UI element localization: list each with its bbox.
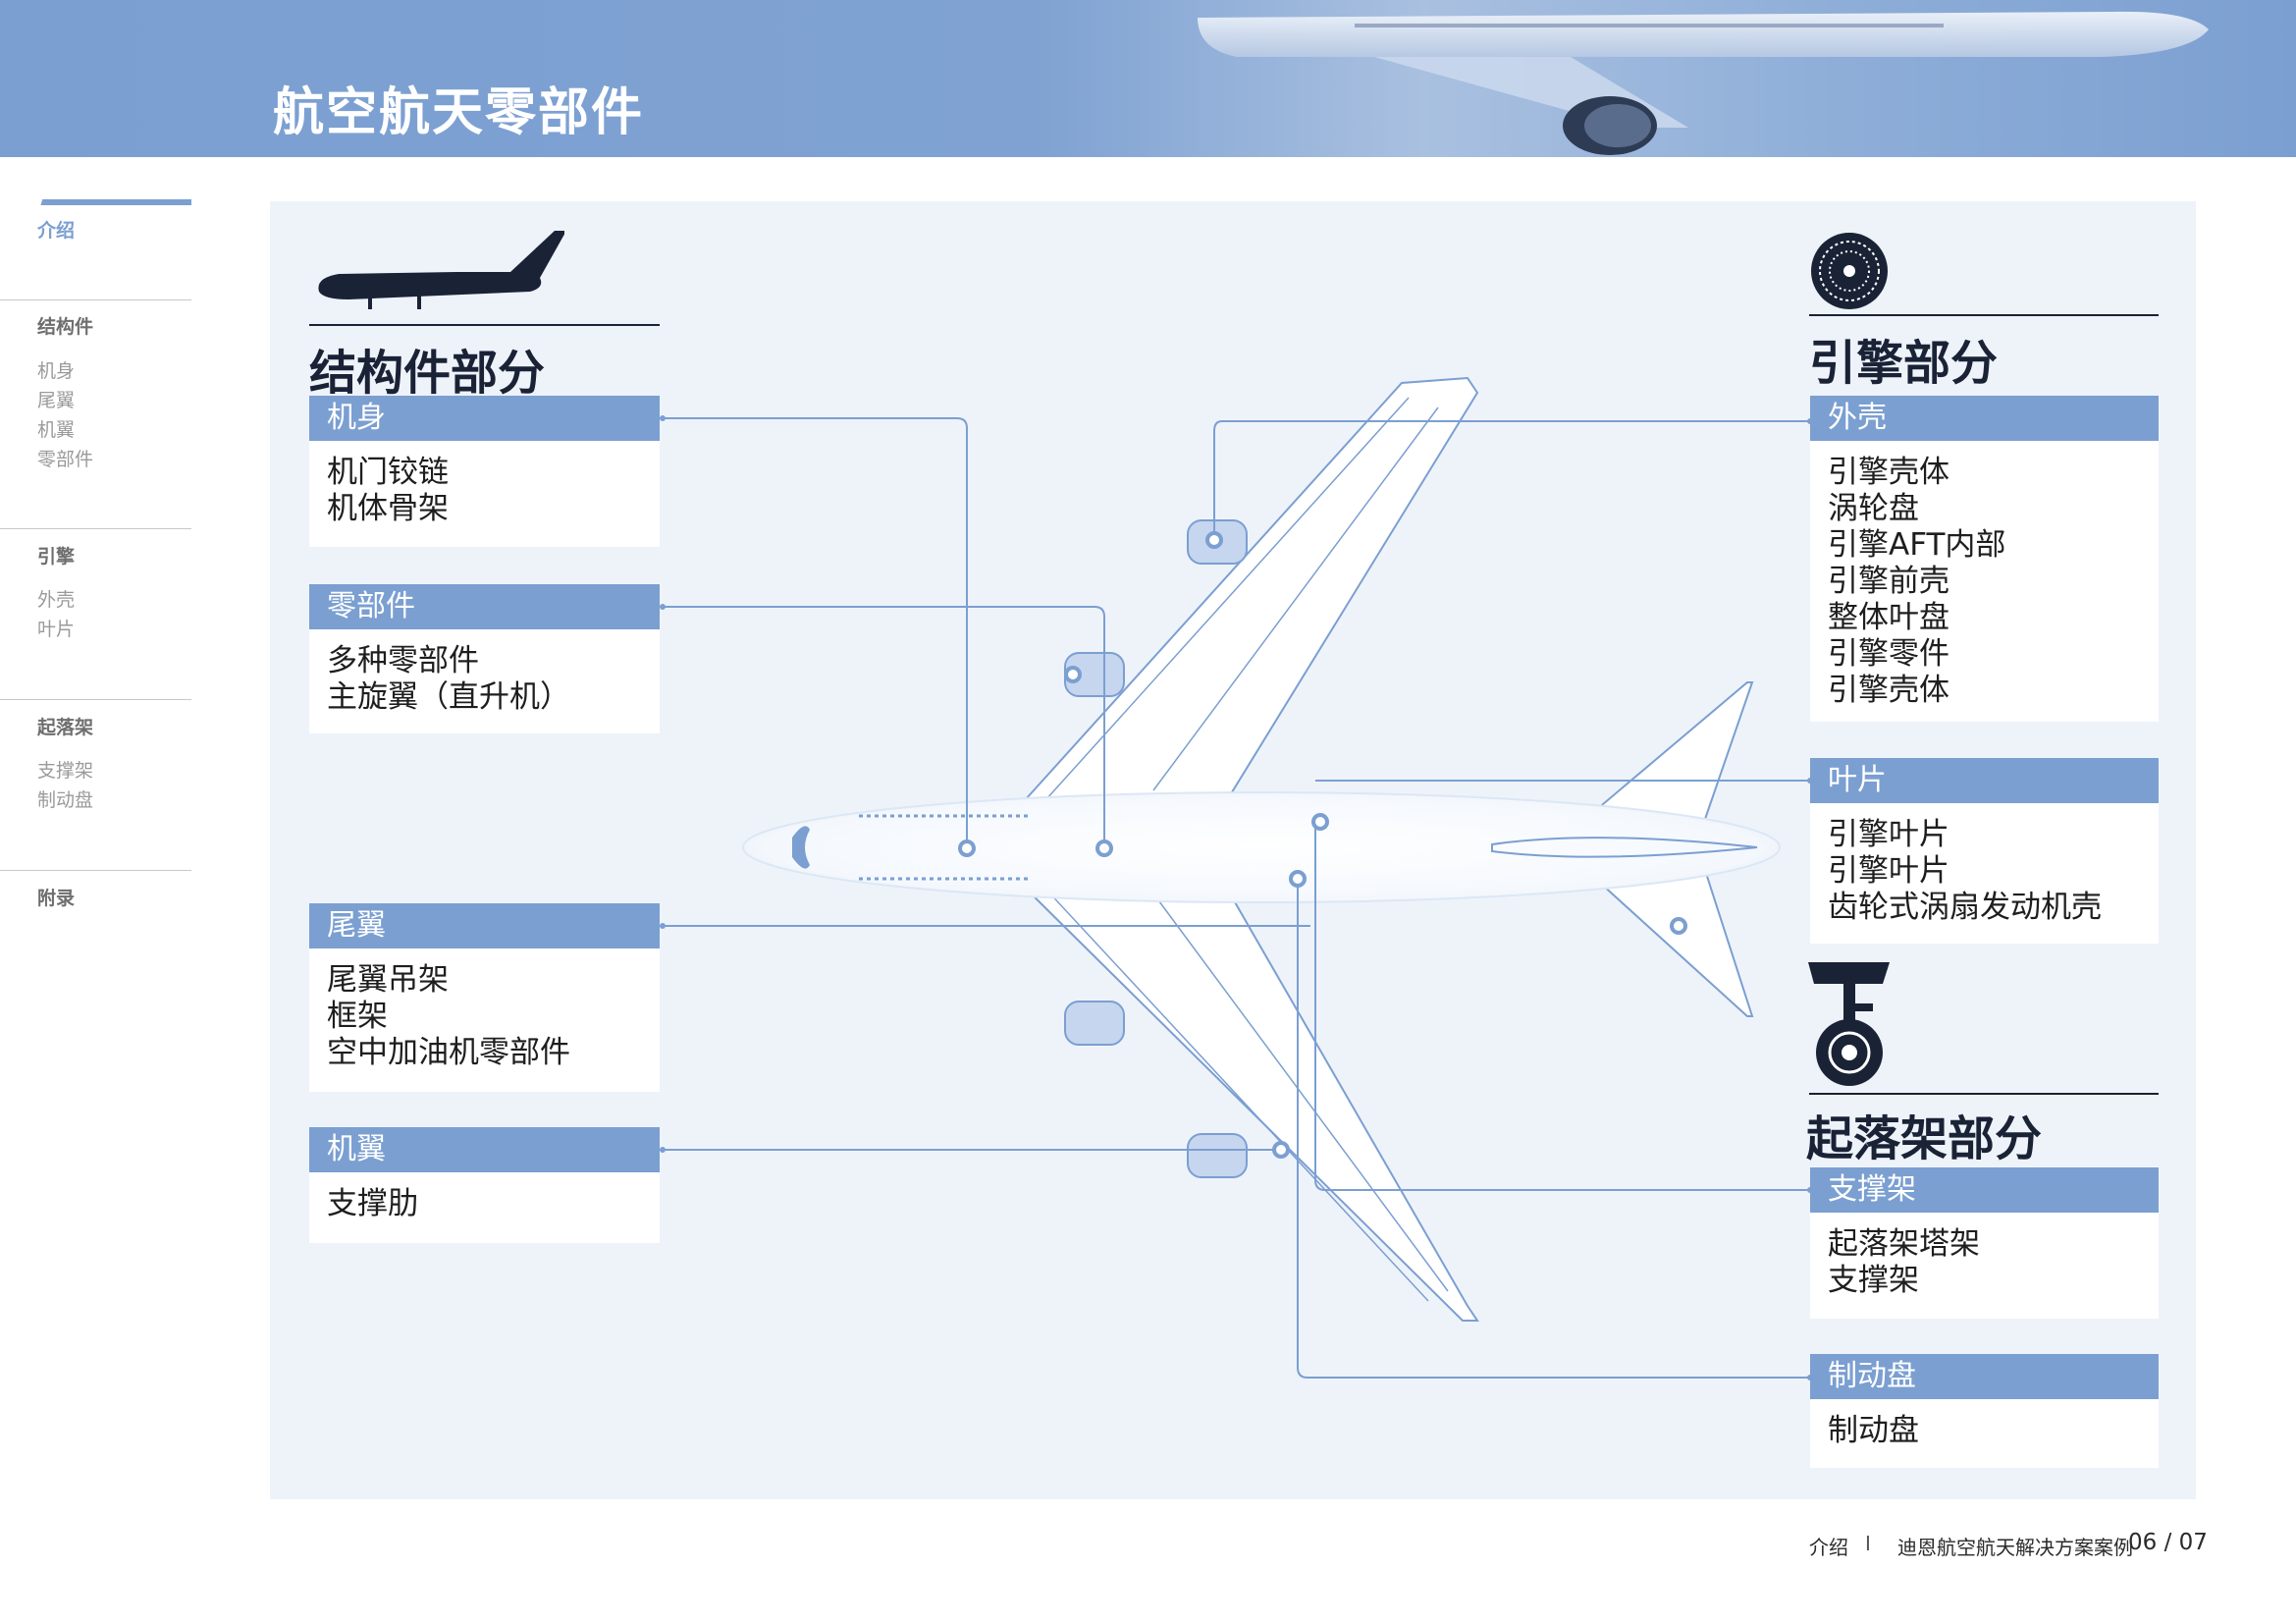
label-blade: 叶片: [1810, 758, 2159, 803]
list-item: 机体骨架: [327, 491, 449, 526]
sidebar-divider: [0, 528, 191, 529]
sidebar-heading-landing-gear[interactable]: 起落架: [37, 717, 94, 738]
list-item: 支撑架: [1828, 1263, 1919, 1298]
list-item: 起落架塔架: [1828, 1226, 1980, 1262]
sidebar-item-casing[interactable]: 外壳: [37, 589, 76, 611]
list-casing: 引擎壳体 涡轮盘 引擎AFT内部 引擎前壳 整体叶盘 引擎零件 引擎壳体: [1810, 441, 2159, 722]
diagram-marker: [958, 531, 1687, 1159]
list-item: 引擎叶片: [1828, 853, 1949, 889]
header-airplane-image: [1198, 11, 2209, 155]
list-item: 多种零部件: [327, 643, 479, 678]
list-item: 涡轮盘: [1828, 491, 1919, 526]
sidebar-heading-structure[interactable]: 结构件: [37, 316, 94, 338]
list-fuselage: 机门铰链 机体骨架: [309, 441, 660, 547]
footer-section: 介绍: [1809, 1536, 1848, 1559]
sidebar-divider: [0, 299, 191, 300]
airplane-silhouette-icon: [318, 231, 564, 309]
label-casing: 外壳: [1810, 396, 2159, 441]
label-brake-disc: 制动盘: [1810, 1354, 2159, 1399]
label-wing: 机翼: [309, 1127, 660, 1172]
list-item: 引擎AFT内部: [1828, 527, 2006, 563]
list-item: 引擎壳体: [1828, 673, 1949, 708]
list-item: 框架: [327, 999, 388, 1034]
landing-gear-title: 起落架部分: [1806, 1111, 2043, 1166]
page-number: 06 / 07: [2128, 1530, 2208, 1555]
list-wing: 支撑肋: [309, 1172, 660, 1243]
main-panel: 结构件部分 机身 机门铰链 机体骨架 零部件 多种零部件 主旋翼（直升机） 尾翼…: [270, 201, 2196, 1499]
sidebar-item-fuselage[interactable]: 机身: [37, 360, 76, 382]
list-item: 主旋翼（直升机）: [327, 679, 570, 715]
list-item: 支撑肋: [327, 1186, 418, 1221]
list-item: 引擎前壳: [1828, 564, 1949, 599]
list-item: 尾翼吊架: [327, 962, 449, 998]
sidebar-item-blade[interactable]: 叶片: [37, 619, 76, 640]
sidebar-item-intro[interactable]: 介绍: [37, 220, 76, 242]
label-parts: 零部件: [309, 584, 660, 629]
engine-icon: [1064, 519, 1248, 1178]
sidebar-heading-engine[interactable]: 引擎: [37, 546, 76, 568]
footer-doc-title: 迪恩航空航天解决方案案例: [1897, 1536, 2133, 1559]
engine-title: 引擎部分: [1809, 336, 1999, 391]
sidebar-item-wing[interactable]: 机翼: [37, 419, 76, 441]
section-rule: [1809, 1093, 2159, 1095]
list-item: 制动盘: [1828, 1413, 1919, 1448]
landing-gear-icon: [1808, 962, 1890, 1086]
list-item: 机门铰链: [327, 455, 449, 490]
list-item: 整体叶盘: [1828, 600, 1949, 635]
list-item: 引擎叶片: [1828, 817, 1949, 852]
section-rule: [1809, 314, 2159, 316]
label-tail: 尾翼: [309, 903, 660, 948]
sidebar-item-brake-disc[interactable]: 制动盘: [37, 789, 94, 811]
list-strut: 起落架塔架 支撑架: [1810, 1213, 2159, 1319]
list-parts: 多种零部件 主旋翼（直升机）: [309, 629, 660, 733]
list-item: 引擎壳体: [1828, 455, 1949, 490]
label-fuselage: 机身: [309, 396, 660, 441]
page-title: 航空航天零部件: [273, 83, 645, 142]
list-tail: 尾翼吊架 框架 空中加油机零部件: [309, 948, 660, 1092]
label-strut: 支撑架: [1810, 1167, 2159, 1213]
sidebar-item-tail[interactable]: 尾翼: [37, 390, 76, 411]
sidebar-item-parts[interactable]: 零部件: [37, 449, 94, 470]
sidebar-divider: [0, 699, 191, 700]
list-brake-disc: 制动盘: [1810, 1399, 2159, 1468]
list-item: 齿轮式涡扇发动机壳: [1828, 890, 2102, 925]
sidebar-item-strut[interactable]: 支撑架: [37, 760, 94, 782]
airplane-diagram: [660, 376, 1813, 1380]
section-rule: [309, 324, 660, 326]
list-blade: 引擎叶片 引擎叶片 齿轮式涡扇发动机壳: [1810, 803, 2159, 944]
footer-separator: I: [1865, 1532, 1871, 1555]
structural-title: 结构件部分: [309, 346, 546, 401]
list-item: 引擎零件: [1828, 636, 1949, 672]
list-item: 空中加油机零部件: [327, 1035, 570, 1070]
sidebar-heading-appendix[interactable]: 附录: [37, 888, 76, 909]
sidebar-divider: [0, 870, 191, 871]
turbine-icon: [1811, 233, 1888, 309]
header-banner: 航空航天零部件: [0, 0, 2296, 157]
